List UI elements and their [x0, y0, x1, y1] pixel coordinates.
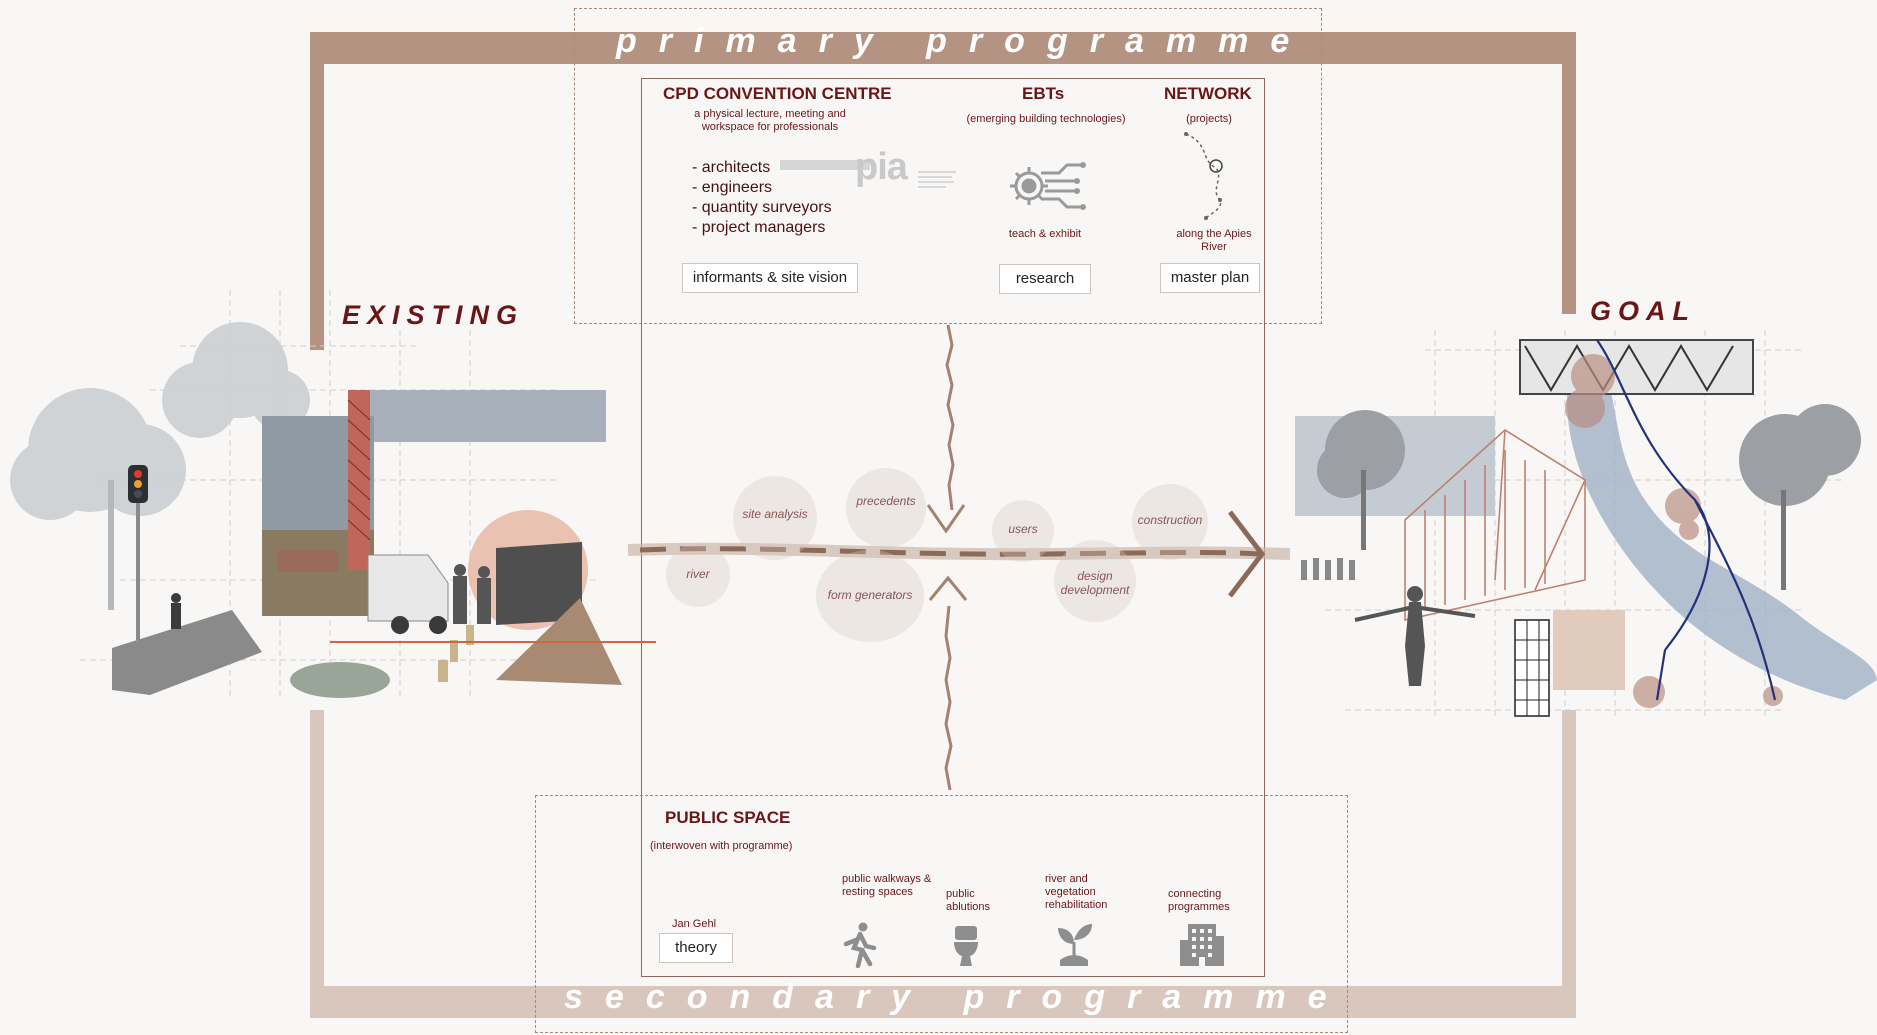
frame-right-upper-bar [1562, 64, 1576, 314]
stage-circle [666, 543, 730, 607]
stage-circle [1054, 540, 1136, 622]
stage-users: users [1008, 522, 1038, 536]
central-solid-frame [641, 78, 1265, 977]
process-arrowhead [1228, 510, 1266, 598]
person-silhouette [1354, 586, 1476, 686]
river-line [1596, 339, 1777, 701]
paving-photo [112, 610, 262, 695]
toilet-icon [954, 926, 978, 966]
stage-circle [733, 476, 817, 560]
network-path-icon [1184, 132, 1223, 220]
stage-design-development: design development [1060, 569, 1130, 597]
list-item: - engineers [692, 179, 773, 196]
primary-programme-label: primary programme [616, 22, 1312, 60]
walkways-label: public walkways & resting spaces [842, 873, 932, 898]
sky-photo [366, 390, 606, 442]
goal-label: GOAL [1590, 296, 1696, 326]
people-silhouettes [1301, 558, 1355, 580]
theory-button[interactable]: theory [659, 933, 733, 963]
ebts-title: EBTs [1022, 84, 1065, 103]
cpd-profession-list: - architects - engineers - quantity surv… [692, 158, 832, 238]
theory-caption: Jan Gehl [672, 918, 717, 930]
public-space-title: PUBLIC SPACE [665, 808, 791, 827]
stage-circle [816, 550, 924, 642]
secondary-programme-bar [310, 986, 1576, 1018]
process-arrow-line [639, 546, 1261, 557]
top-arrow-line [945, 324, 955, 511]
informants-site-vision-button[interactable]: informants & site vision [682, 263, 858, 293]
ebts-caption: teach & exhibit [1008, 228, 1082, 240]
tree-illustration [10, 322, 310, 520]
stage-construction: construction [1137, 513, 1203, 527]
list-item: - quantity surveyors [692, 199, 832, 216]
bottom-arrowhead [928, 575, 968, 601]
cpd-title: CPD CONVENTION CENTRE [663, 84, 892, 103]
walking-person-icon [843, 922, 877, 968]
master-plan-button[interactable]: master plan [1160, 263, 1260, 293]
pia-logo-bar [780, 160, 870, 170]
traffic-light-pole [136, 470, 140, 640]
pavilion-sketch [1404, 429, 1586, 621]
rehabilitation-label: river and vegetation rehabilitation [1045, 873, 1108, 911]
stage-precedents: precedents [856, 494, 916, 508]
bottom-arrow-line [944, 605, 953, 791]
connecting-label: connecting programmes [1168, 888, 1230, 913]
stage-circle [1132, 484, 1208, 560]
stage-circle [846, 468, 926, 548]
secondary-dashed-box [535, 795, 1348, 1033]
public-space-subtitle: (interwoven with programme) [650, 840, 793, 852]
rubbish-pile [290, 662, 390, 698]
primary-programme-bar [310, 32, 1576, 64]
frame-right-lower-bar [1562, 710, 1576, 986]
pia-logo-smallprint [918, 168, 958, 194]
stage-river: river [686, 567, 710, 581]
ablutions-label: public ablutions [946, 888, 991, 913]
research-button[interactable]: research [999, 264, 1091, 294]
ebts-subtitle: (emerging building technologies) [966, 113, 1126, 125]
existing-label: EXISTING [342, 300, 525, 330]
truss-drawing [1519, 339, 1754, 395]
goal-collage [1295, 330, 1877, 720]
list-item: - architects [692, 159, 771, 176]
network-caption: along the Apies River [1176, 228, 1252, 253]
existing-collage [10, 290, 656, 700]
person-silhouette [171, 593, 181, 629]
bollards [438, 625, 474, 682]
taxi-photo [367, 554, 449, 622]
cpd-description: a physical lecture, meeting and workspac… [694, 108, 846, 133]
pia-logo: pia [855, 146, 908, 188]
secondary-programme-label: secondary programme [564, 978, 1349, 1016]
circuit-gear-icon [1010, 162, 1086, 210]
tree-illustration [1317, 404, 1861, 506]
seedling-icon [1058, 924, 1092, 966]
stage-site-analysis: site analysis [742, 507, 808, 521]
frame-left-upper-bar [310, 64, 324, 350]
people-silhouettes [453, 564, 491, 624]
list-item: - project managers [692, 219, 826, 236]
stage-circle [992, 500, 1054, 562]
accent-tile [1553, 610, 1625, 690]
frame-left-lower-bar [310, 710, 324, 986]
building-icon [1180, 924, 1224, 966]
network-subtitle: (projects) [1186, 113, 1232, 125]
primary-dashed-box [574, 8, 1322, 324]
shelter-photo [496, 542, 582, 625]
top-arrowhead [926, 504, 966, 534]
tower-sketch [1514, 619, 1550, 717]
stage-form-generators: form generators [827, 588, 913, 602]
network-title: NETWORK [1164, 84, 1252, 103]
